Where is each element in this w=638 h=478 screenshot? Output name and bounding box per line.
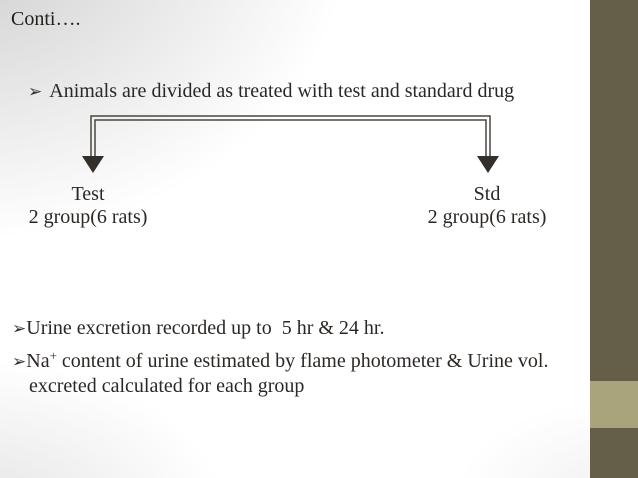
bullet-animals-text: Animals are divided as treated with test… bbox=[49, 80, 515, 102]
connector-inner-line bbox=[94, 119, 487, 158]
arrow-bullet-icon: ➢ bbox=[12, 352, 27, 372]
slide-title: Conti…. bbox=[11, 8, 81, 30]
bullet-na-pre: Na bbox=[26, 350, 50, 372]
branch-test-title: Test bbox=[71, 183, 105, 205]
down-arrowhead-right-icon bbox=[477, 156, 499, 173]
bullet-urine-text: Urine excretion recorded up to 5 hr & 24… bbox=[26, 317, 385, 339]
branch-connector-diagram bbox=[82, 115, 499, 173]
bottom-bullet-list: ➢Urine excretion recorded up to 5 hr & 2… bbox=[12, 316, 559, 398]
branch-std-subtitle: 2 group(6 rats) bbox=[427, 206, 547, 228]
na-superscript-plus: + bbox=[49, 348, 57, 363]
arrow-bullet-icon: ➢ bbox=[28, 82, 43, 102]
bullet-na-content: ➢Na+ content of urine estimated by flame… bbox=[12, 349, 559, 398]
bullet-animals-divided: ➢ Animals are divided as treated with tes… bbox=[28, 79, 588, 104]
down-arrowhead-left-icon bbox=[82, 156, 104, 173]
branch-test: Test 2 group(6 rats) bbox=[7, 183, 169, 229]
sidebar-accent-band bbox=[590, 381, 638, 428]
arrow-bullet-icon: ➢ bbox=[12, 319, 27, 339]
connector-outer-line bbox=[90, 115, 491, 158]
sidebar-accent-bar bbox=[590, 0, 638, 478]
bullet-na-rest: content of urine estimated by flame phot… bbox=[29, 350, 554, 397]
branch-std: Std 2 group(6 rats) bbox=[406, 183, 568, 229]
bullet-urine-excretion: ➢Urine excretion recorded up to 5 hr & 2… bbox=[12, 316, 559, 341]
branch-test-subtitle: 2 group(6 rats) bbox=[28, 206, 148, 228]
branch-std-title: Std bbox=[473, 183, 501, 205]
